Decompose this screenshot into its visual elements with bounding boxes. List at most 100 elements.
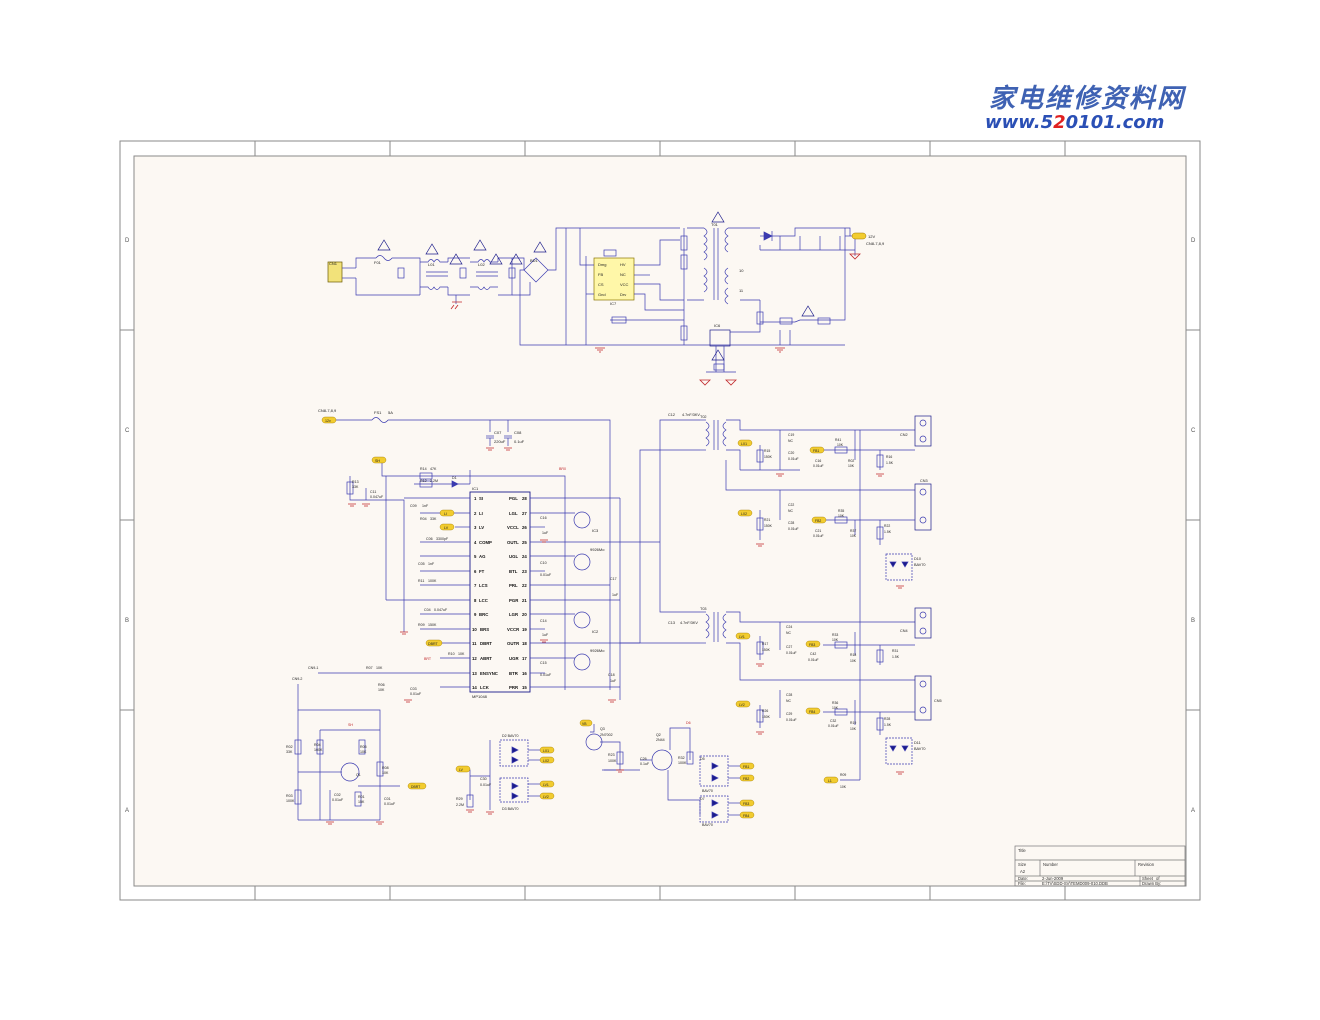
ic1-pin-left-10: 10 <box>472 627 477 632</box>
part-ref: C18 <box>608 673 615 677</box>
output-d10-part: BAV70 <box>914 563 926 567</box>
ic1-pin-left-5-name: AG <box>479 554 486 559</box>
zone-letter-right-c: C <box>1191 428 1196 434</box>
ic1-pin-left-3: 3 <box>474 525 477 530</box>
caution-icons <box>377 211 815 361</box>
zone-letters: D C B A D C B A <box>125 238 1196 814</box>
part-ref: C24 <box>786 625 792 629</box>
part-value: 0.01uF <box>540 673 552 677</box>
ic1-pin-right-19: 19 <box>522 627 527 632</box>
zone-ticks <box>120 141 1200 900</box>
part-value: 150K <box>764 455 773 459</box>
part-ref: R02 <box>286 745 293 749</box>
lower-sh-label: SH <box>348 723 353 727</box>
part-ref: C22 <box>788 503 794 507</box>
part-value: 0.01uF <box>786 651 797 655</box>
ground-icon <box>616 769 624 773</box>
primary-ic-pin-right-1: HV <box>620 262 626 267</box>
lower-tag-fb2: FB2 <box>743 777 749 781</box>
part-value: 10K <box>838 514 845 518</box>
part-ref: C04 <box>424 608 431 612</box>
output-section <box>700 415 932 781</box>
part-value: 100K <box>286 799 295 803</box>
ic1-pin-left-1: 1 <box>474 496 477 501</box>
lower-q3-part: 2N7002 <box>600 733 613 737</box>
output-tag-fb2: FB2 <box>815 519 821 523</box>
part-value: 10K <box>850 534 857 538</box>
part-value: NC <box>788 509 793 513</box>
part-ref: R41 <box>835 438 841 442</box>
part-ref: R09 <box>840 773 846 777</box>
ic1-pin-left-7-name: LCS <box>479 583 488 588</box>
lower-cn9-1-label: CN9-1 <box>308 666 318 670</box>
lower-c30-value: 0.01uF <box>480 783 492 787</box>
ground-icon <box>376 821 384 825</box>
ic1-pin-right-20: 20 <box>522 612 527 617</box>
ic1-pin-left-7: 7 <box>474 583 477 588</box>
driver-fuse-value: 5A <box>388 410 393 415</box>
ic1-pin-right-22: 22 <box>522 583 527 588</box>
part-value: 10K <box>360 750 367 754</box>
ic1-pin-left-6: 6 <box>474 569 477 574</box>
primary-transformer-label: T01 <box>711 222 719 227</box>
primary-labels: CN1 F01 L01 L02 BD1 Dmg FB CS Gnd HV NC … <box>329 222 885 328</box>
part-ref: C14 <box>540 619 547 623</box>
ic1-pin-right-19-name: VCCR <box>507 627 520 632</box>
ic1-pin-right-26-name: VCCL <box>507 525 519 530</box>
lower-tag-lv: LV <box>459 768 464 772</box>
ic1-pin-left-3-name: LV <box>479 525 484 530</box>
ic1-pin-right-16-name: BTR <box>509 671 519 676</box>
part-value: NC <box>786 699 791 703</box>
part-value: 1.5K <box>884 530 892 534</box>
zone-letter-left-d: D <box>125 238 130 244</box>
lower-tag-fb1: FB1 <box>743 765 749 769</box>
ground-icon <box>896 771 904 775</box>
primary-ic-pin-right-2: NC <box>620 272 626 277</box>
ground-icon <box>486 447 494 451</box>
part-ref: R05 <box>360 745 367 749</box>
driver-tag-labels: 12v SH LI LV DBRT BRT BR0 <box>325 419 566 661</box>
ground-icon <box>756 543 764 547</box>
revision-label: Revision <box>1138 862 1155 867</box>
caution-icon <box>711 211 725 223</box>
driver-tag-dbrt: DBRT <box>428 642 439 646</box>
driver-mos-part-bottom: 9926Mo <box>590 648 605 653</box>
caution-icon <box>711 349 725 361</box>
ic1-pin-right-18-name: OUTR <box>507 641 520 646</box>
part-value: 33K <box>430 517 437 521</box>
ic1-pin-right-15: 15 <box>522 685 527 690</box>
ground-icon <box>540 639 548 643</box>
caution-icon <box>533 241 547 253</box>
drawn-by-label: Drawn By: <box>1142 881 1161 886</box>
ic1-pin-right-27: 27 <box>522 511 527 516</box>
site-logo: 家电维修资料网 www.520101.com <box>985 84 1205 136</box>
primary-ic-pin-left-3: CS <box>598 282 604 287</box>
ground-icon <box>450 301 462 310</box>
primary-ic-pin-left-1: Dmg <box>598 262 606 267</box>
part-value: 3300pF <box>436 537 449 541</box>
part-value: 1uF <box>610 679 617 683</box>
part-value: 10K <box>837 443 844 447</box>
lower-c26-label: C26 <box>640 757 647 761</box>
ground-icon <box>466 809 474 813</box>
part-value: 0.01uF <box>808 658 819 662</box>
part-value: 1nF <box>422 504 429 508</box>
part-value: 33K <box>286 750 293 754</box>
part-ref: R04 <box>314 743 321 747</box>
part-value: 15K <box>358 800 365 804</box>
part-ref: R19 <box>850 721 856 725</box>
ic1-pin-right-28-name: PGL <box>509 496 518 501</box>
part-value: 0.01uF <box>540 573 552 577</box>
ground-icon <box>595 347 605 353</box>
driver-tag-12v: 12v <box>325 419 331 423</box>
part-ref: R36 <box>832 701 838 705</box>
part-value: 0.01uF <box>410 692 422 696</box>
lower-q2-label: Q2 <box>656 733 661 737</box>
ic1-pin-left-1-name: SI <box>479 496 483 501</box>
title-label: Title <box>1018 848 1026 853</box>
output-labels: T02 T03 C12 4.7nF/3KV C13 4.7nF/3KV CN2 … <box>668 413 942 751</box>
ic1-pin-right-26: 26 <box>522 525 527 530</box>
output-tag-lx2: LX2 <box>741 512 747 516</box>
part-value: 10K <box>458 652 465 656</box>
